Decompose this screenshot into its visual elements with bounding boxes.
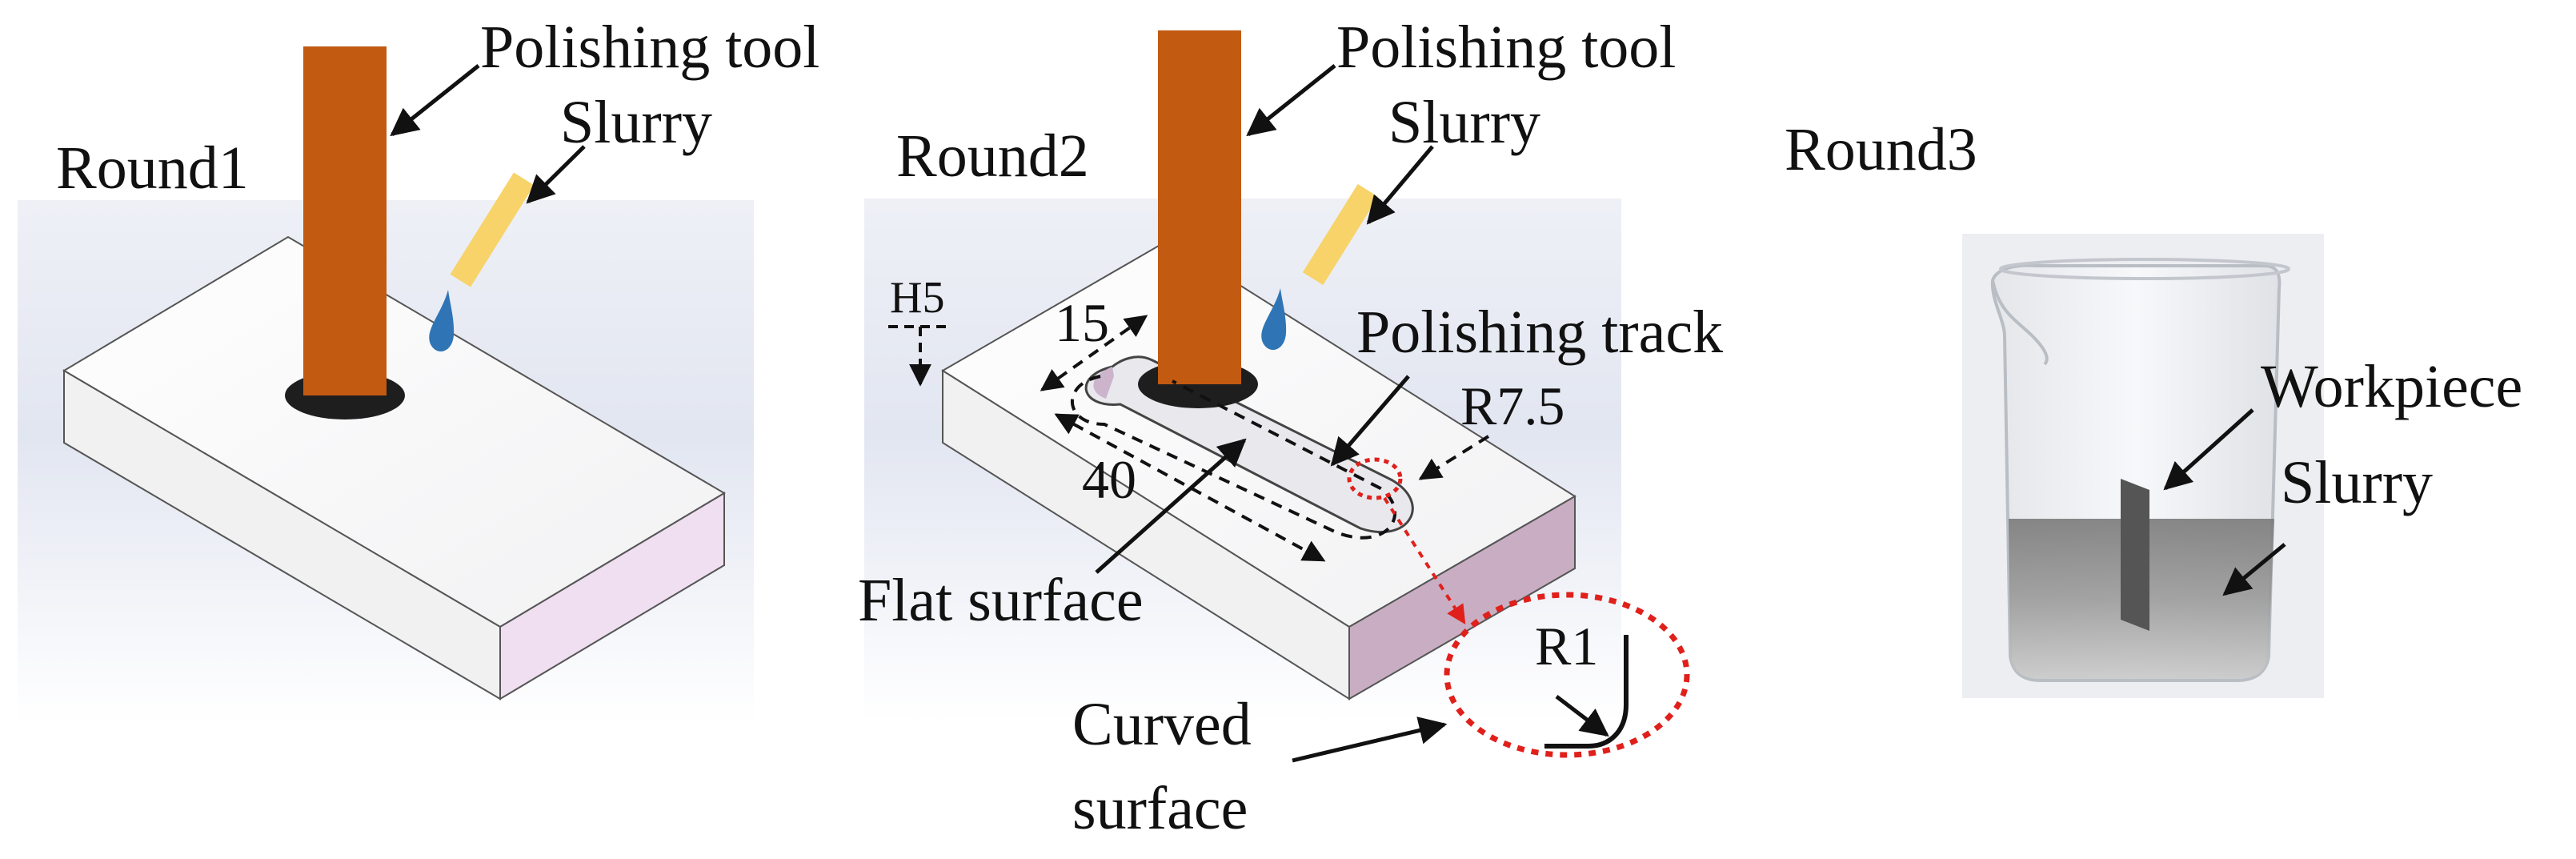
fillet-profile [1544, 635, 1629, 749]
round3-label: Round3 [1785, 116, 1977, 183]
dim-15-label: 15 [1055, 292, 1109, 353]
curved-surface-arrow [1292, 717, 1448, 763]
dim-h5-label: H5 [890, 273, 944, 323]
slurry-label: Slurry [2281, 449, 2433, 516]
beaker-rim [1999, 258, 2290, 280]
slurry-drop [429, 290, 455, 352]
dim-r7-5-arrow [1418, 435, 1490, 480]
dim-40-label: 40 [1082, 449, 1136, 510]
tool-arrow [1246, 64, 1336, 137]
flat-surface-arrow [1095, 438, 1247, 574]
flat-surface-label: Flat surface [858, 567, 1144, 634]
dim-r7-5-label: R7.5 [1460, 375, 1564, 436]
round2-label: Round2 [896, 122, 1089, 190]
block-side-face [1348, 495, 1576, 700]
slurry-label: Slurry [560, 89, 712, 156]
slurry-tube [450, 172, 535, 287]
curved-surface-label-line2: surface [1072, 775, 1248, 842]
dim-40-arrow [1054, 413, 1326, 562]
workpiece-arrow [2163, 408, 2254, 491]
polishing-track-label: Polishing track [1356, 299, 1723, 366]
round1-label: Round1 [56, 134, 249, 202]
dim-15-arrow [1040, 315, 1148, 391]
slurry-arrow [2222, 543, 2286, 596]
polishing-tool [303, 46, 387, 395]
track-arrow [1330, 375, 1410, 467]
slurry-drop [1261, 288, 1287, 351]
detail-circle-large [1444, 592, 1690, 758]
panel-round1: Round1 Polishing tool Slurry [18, 14, 819, 725]
tool-arrow [390, 64, 480, 137]
slurry-label: Slurry [1388, 89, 1540, 156]
dim-r1-label: R1 [1535, 616, 1598, 676]
polishing-tool-label: Polishing tool [480, 14, 819, 81]
curved-surface-label-line1: Curved [1072, 691, 1252, 758]
polishing-tool-label: Polishing tool [1336, 14, 1676, 81]
detail-marker-small [1347, 457, 1403, 500]
beaker-spout [1991, 279, 2049, 366]
r1-arrow [1555, 695, 1609, 737]
panel-round2: Round2 Polishing tool Slurry Polishing t… [858, 14, 1723, 842]
slurry-arrow [1366, 145, 1434, 225]
block-side-face [499, 492, 725, 700]
panel-round3: Round3 Workpiece Slurry [1785, 116, 2522, 698]
workpiece [2121, 479, 2149, 631]
workpiece-label: Workpiece [2261, 353, 2522, 420]
polishing-tool [1158, 30, 1241, 384]
slurry-arrow [526, 145, 586, 204]
slurry-tube [1302, 183, 1379, 286]
